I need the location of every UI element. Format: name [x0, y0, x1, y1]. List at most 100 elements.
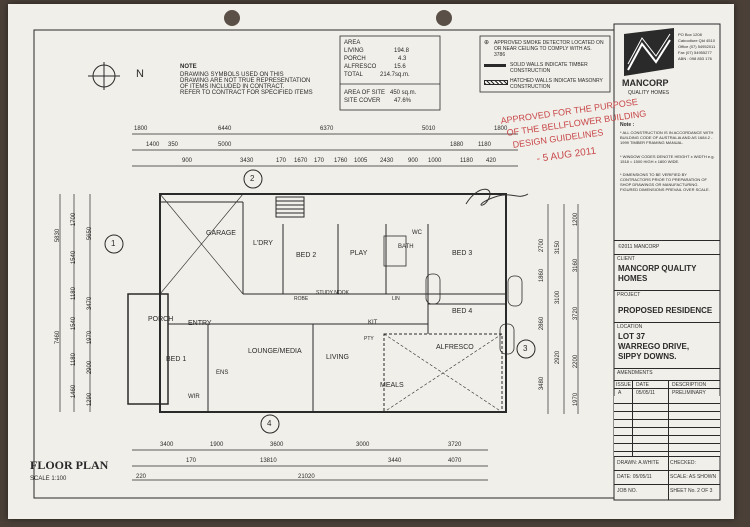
notes-heading: Note : [620, 122, 635, 128]
amendments-label: AMENDMENTS [617, 370, 653, 376]
dim-label: 1800 [494, 126, 508, 132]
dim-label: 4070 [448, 458, 462, 464]
signature [465, 188, 529, 206]
bottom-dimension-lines [132, 449, 488, 481]
title-block: ©2011 MANCORP CLIENT MANCORP QUALITY HOM… [614, 240, 720, 500]
dim-label: 1000 [428, 158, 442, 164]
amend-header: DESCRIPTION [672, 382, 707, 388]
room-label: LOUNGE/MEDIA [248, 348, 302, 355]
dim-label: 1400 [146, 142, 160, 148]
location-line: WARREGO DRIVE, [618, 342, 690, 351]
company-address: PO Box 1208 [678, 32, 702, 37]
right-dimension-lines [547, 204, 579, 414]
dim-label: 2920 [555, 350, 562, 365]
room-label: ALFRESCO [436, 344, 474, 351]
drawing-date: DATE: 05/05/11 [617, 474, 652, 480]
dim-label: 3600 [270, 442, 284, 448]
dim-label: 170 [276, 158, 287, 164]
dim-label: 420 [486, 158, 497, 164]
amend-cell: PRELIMINARY [672, 390, 706, 396]
legend-hatched: HATCHED WALLS INDICATE MASONRY CONSTRUCT… [510, 78, 603, 90]
site-value: 47.6% [394, 98, 412, 104]
note-heading: NOTE [180, 64, 197, 70]
room-label: STUDY NOOK [316, 290, 349, 296]
company-name: MANCORP [622, 78, 669, 88]
area-value: 15.6 [394, 64, 406, 70]
room-label: PLAY [350, 250, 368, 257]
section-marker-label: 1 [111, 239, 116, 248]
client-value: MANCORP QUALITY HOMES [618, 264, 697, 283]
area-value: 194.8 [394, 48, 410, 54]
dim-label: 350 [168, 142, 179, 148]
room-label: BED 4 [452, 308, 473, 315]
dim-label: 21020 [298, 474, 315, 480]
legend-smoke: APPROVED SMOKE DETECTOR LOCATED ON OR NE… [494, 40, 604, 58]
drawing-scale-block: SCALE: AS SHOWN [670, 474, 717, 480]
legend-solid: SOLID WALLS INDICATE TIMBER CONSTRUCTION [510, 62, 588, 74]
dim-label: 3400 [160, 442, 174, 448]
dim-label: 6370 [320, 126, 334, 132]
dim-label: 1860 [539, 268, 546, 283]
dim-label: 1880 [450, 142, 464, 148]
dim-label: 1180 [70, 353, 77, 366]
dim-label: 1460 [71, 384, 78, 399]
dim-label: 220 [136, 474, 147, 480]
dim-label: 1670 [294, 158, 308, 164]
top-dimension-lines [132, 133, 518, 167]
dim-label: 1005 [354, 158, 368, 164]
room-label: ENTRY [188, 320, 212, 327]
room-label: LIVING [326, 354, 349, 361]
smoke-detector-icon: ⊕ [484, 40, 490, 46]
dim-label: 3000 [356, 442, 370, 448]
checked-by: CHECKED: [670, 460, 696, 466]
notes-item: * ALL CONSTRUCTION IS IN ACCORDANCE WITH… [620, 130, 714, 145]
dim-label: 1970 [573, 392, 580, 407]
north-label: N [136, 68, 144, 80]
dim-label: 3160 [573, 258, 580, 273]
room-label: GARAGE [206, 230, 236, 237]
dim-label: 170 [186, 458, 197, 464]
room-label: KIT [368, 320, 378, 326]
dim-label: 3480 [539, 376, 546, 391]
room-label: WIR [188, 394, 200, 400]
dim-label: 1180 [460, 158, 473, 164]
amendment-rows [614, 396, 720, 456]
dim-label: 2200 [573, 354, 580, 369]
amend-header: ISSUE [616, 382, 632, 388]
dim-label: 170 [314, 158, 325, 164]
dim-label: 1900 [210, 442, 224, 448]
dim-label: 3150 [555, 240, 562, 255]
drawing-sheet: NOTE DRAWING SYMBOLS USED ON THIS DRAWIN… [8, 4, 734, 519]
dim-label: 5830 [55, 228, 62, 243]
amend-cell: 05/05/11 [636, 390, 656, 396]
dim-label: 1290 [87, 392, 94, 407]
left-dimension-lines [59, 194, 91, 412]
room-label: MEALS [380, 382, 404, 389]
dim-label: 1540 [71, 316, 78, 331]
area-value: 214.7sq.m. [380, 72, 410, 78]
dim-label: 5000 [218, 142, 232, 148]
amend-cell: A [618, 390, 622, 396]
site-label: AREA OF SITE [344, 90, 386, 96]
notes-item: * WINDOW CODES DENOTE HEIGHT x WIDTH e.g… [620, 154, 715, 164]
solid-wall-swatch [484, 64, 506, 67]
hatched-wall-swatch [484, 80, 508, 85]
copyright: ©2011 MANCORP [618, 244, 660, 250]
area-label: ALFRESCO [344, 64, 377, 70]
area-label: PORCH [344, 56, 366, 62]
dim-label: 3720 [573, 306, 580, 321]
area-label: TOTAL [344, 72, 363, 78]
house-outline [127, 193, 523, 413]
drawn-by: DRAWN: A.WHITE [617, 460, 660, 466]
room-label: BED 2 [296, 252, 317, 259]
dim-label: 1180 [70, 287, 77, 300]
area-label: LIVING [344, 48, 364, 54]
company-address: Office (07) 54952011 [678, 44, 716, 49]
dim-label: 1970 [87, 330, 94, 345]
room-label: BATH [398, 244, 414, 250]
dim-label: 1700 [71, 212, 78, 227]
section-marker-label: 3 [523, 344, 528, 353]
note-line: DRAWING SYMBOLS USED ON THIS [180, 72, 284, 78]
binder-hole [436, 10, 452, 26]
room-label: BED 1 [166, 356, 187, 363]
